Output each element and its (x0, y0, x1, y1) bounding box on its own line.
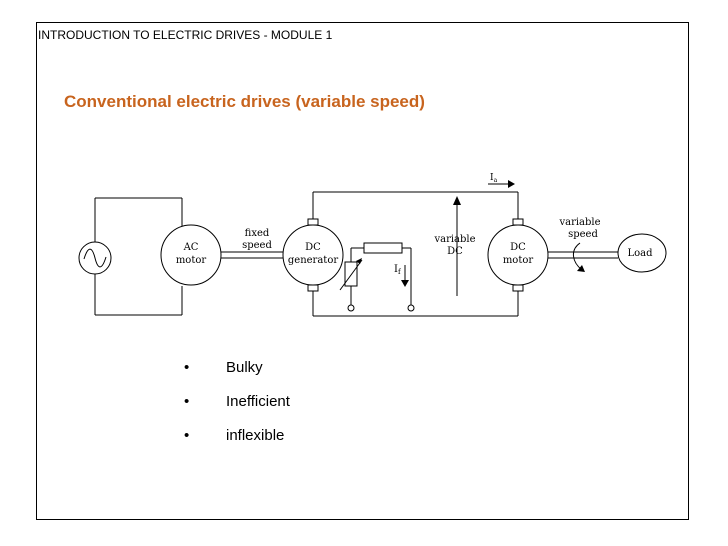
generator-brush-bottom (307, 284, 319, 292)
slide-frame (36, 22, 689, 520)
load-label: Load (627, 248, 653, 259)
variable-speed-label-1: variable (558, 217, 600, 228)
variable-dc-label-2: DC (447, 246, 463, 257)
ac-motor-label-2: motor (176, 255, 207, 266)
ac-motor-circle (160, 224, 222, 286)
field-current-label: If (394, 264, 402, 276)
load-ellipse (617, 233, 667, 273)
field-current-arrowhead (401, 280, 409, 287)
rheostat-arrowhead (356, 258, 362, 264)
sine-wave-icon (83, 248, 107, 268)
field-current-label-main: I (394, 264, 398, 275)
slide-title: Conventional electric drives (variable s… (64, 92, 425, 111)
fixed-speed-label-1: fixed (245, 228, 270, 239)
slide-header: INTRODUCTION TO ELECTRIC DRIVES - MODULE… (38, 28, 333, 42)
armature-current-label-main: I (490, 173, 494, 183)
field-terminal-left (347, 304, 355, 312)
bullet-list: Bulky Inefficient inflexible (178, 358, 290, 460)
rotation-arrowhead (577, 265, 585, 272)
variable-dc-arrowhead (453, 196, 461, 205)
bullet-item: Inefficient (178, 392, 290, 426)
motor-brush-top (512, 218, 524, 226)
motor-brush-bottom (512, 284, 524, 292)
field-winding (363, 242, 403, 254)
armature-current-label-sub: a (494, 177, 498, 184)
generator-brush-top (307, 218, 319, 226)
field-terminal-right (407, 304, 415, 312)
armature-current-label: Ia (490, 173, 498, 184)
bullet-item: inflexible (178, 426, 290, 460)
field-current-label-sub: f (398, 268, 402, 276)
variable-speed-label-2: speed (568, 229, 598, 240)
rheostat-adjust-arrow (339, 259, 363, 291)
dc-generator-label-1: DC (305, 242, 321, 253)
fixed-speed-label-2: speed (242, 240, 272, 251)
armature-current-arrowhead (508, 180, 515, 188)
bullet-item: Bulky (178, 358, 290, 392)
ac-motor-label-1: AC (183, 242, 199, 253)
field-rheostat (344, 261, 358, 287)
dc-generator-label-2: generator (288, 255, 338, 266)
dc-motor-label-2: motor (503, 255, 534, 266)
rotation-arrow-icon (573, 242, 583, 271)
variable-dc-label-1: variable (433, 234, 475, 245)
dc-motor-label-1: DC (510, 242, 526, 253)
